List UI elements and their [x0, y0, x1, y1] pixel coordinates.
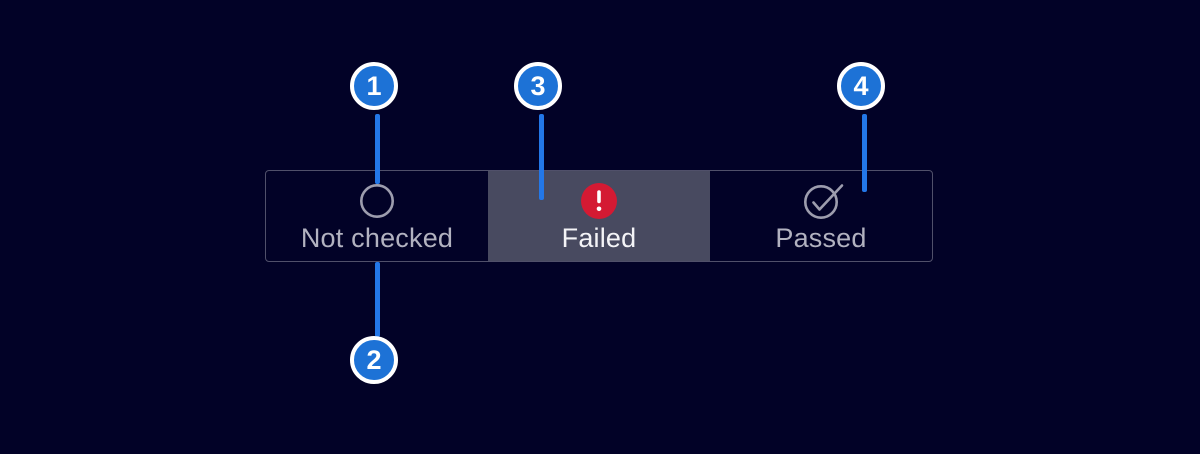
callout-badge-4: 4	[837, 62, 885, 110]
check-circle-icon	[796, 182, 846, 220]
callout-badge-2: 2	[350, 336, 398, 384]
segment-not-checked[interactable]: Not checked	[266, 171, 488, 261]
error-badge-icon	[581, 182, 617, 220]
callout-badge-1: 1	[350, 62, 398, 110]
segment-failed[interactable]: Failed	[488, 171, 710, 261]
segment-label: Not checked	[300, 222, 454, 253]
callout-badge-3: 3	[514, 62, 562, 110]
callout-2-connector-line	[375, 262, 380, 337]
circle-outline-icon	[359, 182, 395, 220]
segment-passed[interactable]: Passed	[710, 171, 932, 261]
callout-1-connector-line	[375, 114, 380, 184]
segment-label: Failed	[561, 222, 637, 253]
check-status-segmented-bar: Not checked Failed Passed	[265, 170, 933, 262]
callout-3-connector-line	[539, 114, 544, 200]
callout-4-connector-line	[862, 114, 867, 192]
segment-label: Passed	[775, 222, 867, 253]
